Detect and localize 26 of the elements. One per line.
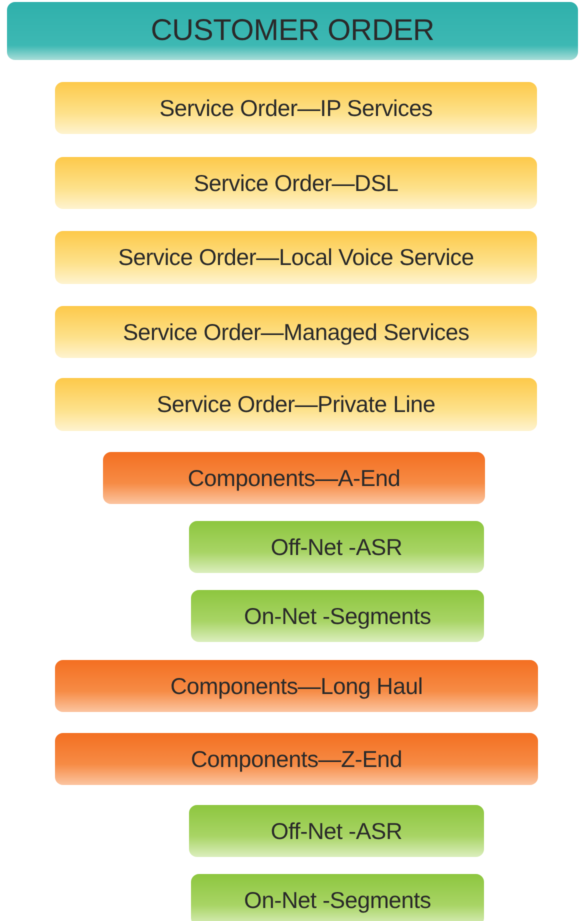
box-label: Components—A-End xyxy=(188,464,400,492)
service-order-box xyxy=(55,378,537,431)
service-order-box xyxy=(55,306,537,358)
box-label: Service Order—Private Line xyxy=(156,391,436,418)
sub-component-box xyxy=(191,590,484,642)
component-box xyxy=(103,452,485,504)
box-label: Service Order—Managed Services xyxy=(122,318,470,346)
sub-component-box xyxy=(189,521,484,573)
service-order-box xyxy=(55,231,537,284)
service-order-box xyxy=(55,157,537,209)
component-box xyxy=(55,733,538,785)
sub-component-box xyxy=(191,874,484,921)
sub-component-box xyxy=(189,805,484,857)
box-label: Components—Z-End xyxy=(190,746,402,772)
service-order-box xyxy=(55,82,537,134)
title-text: CUSTOMER ORDER xyxy=(150,14,434,48)
box-label: On-Net -Segments xyxy=(244,602,431,630)
title-bar xyxy=(7,2,578,60)
component-box xyxy=(55,660,538,712)
box-label: Components—Long Haul xyxy=(170,672,423,700)
box-label: Off-Net -ASR xyxy=(270,818,402,844)
box-label: Service Order—DSL xyxy=(194,170,398,196)
box-label: On-Net -Segments xyxy=(244,886,431,914)
box-label: Service Order—Local Voice Service xyxy=(118,244,474,271)
box-label: Off-Net -ASR xyxy=(270,534,402,560)
box-label: Service Order—IP Services xyxy=(159,94,433,122)
